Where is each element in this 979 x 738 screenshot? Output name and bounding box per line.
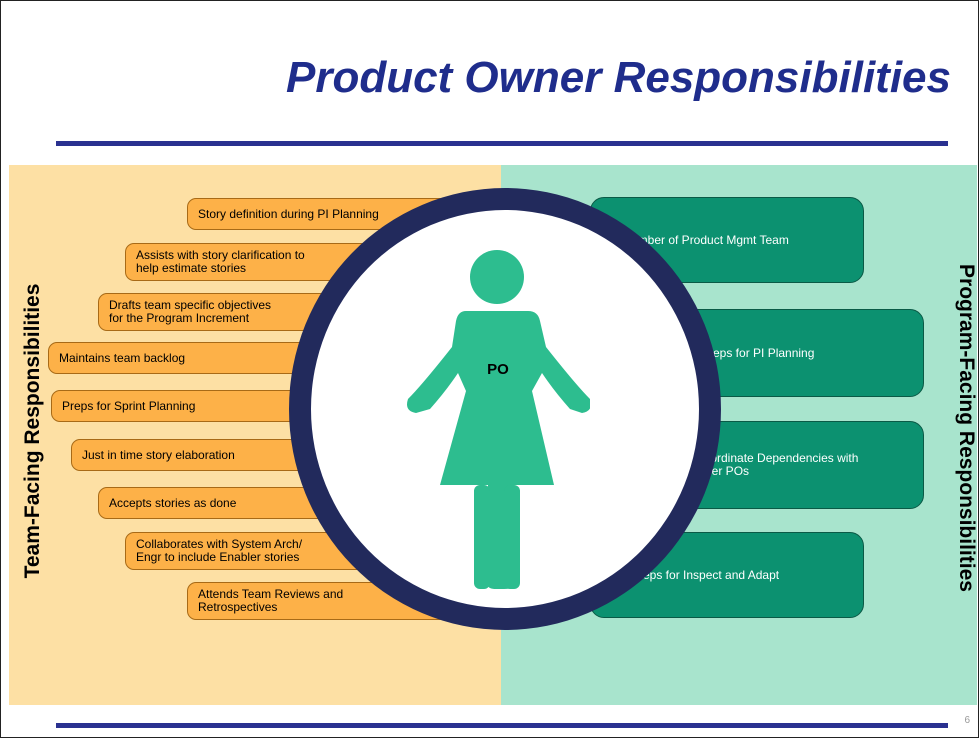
page-number: 6 bbox=[964, 715, 970, 726]
bottom-rule bbox=[56, 723, 948, 728]
program-item-text: Member of Product Mgmt Team bbox=[621, 232, 789, 247]
program-item-text: Preps for Inspect and Adapt bbox=[631, 567, 780, 582]
team-facing-heading: Team-Facing Responsibilities bbox=[21, 283, 44, 579]
team-item-text: help estimate stories bbox=[136, 261, 247, 275]
po-label: PO bbox=[487, 361, 509, 378]
program-facing-heading: Program-Facing Responsibilities bbox=[955, 264, 978, 592]
team-item-text: Collaborates with System Arch/ bbox=[136, 537, 303, 551]
team-item-text: for the Program Increment bbox=[109, 311, 250, 325]
top-rule bbox=[56, 141, 948, 146]
team-item-text: Story definition during PI Planning bbox=[198, 206, 379, 221]
team-item-text: Just in time story elaboration bbox=[82, 447, 235, 462]
team-item-text: Drafts team specific objectives bbox=[109, 298, 272, 312]
team-item-text: Accepts stories as done bbox=[109, 495, 237, 510]
slide-title: Product Owner Responsibilities bbox=[285, 53, 951, 102]
team-item-text: Retrospectives bbox=[198, 600, 278, 614]
person-icon bbox=[407, 250, 590, 589]
program-item-text: Preps for PI Planning bbox=[701, 345, 815, 360]
team-item-text: Preps for Sprint Planning bbox=[62, 398, 196, 413]
team-item-text: Maintains team backlog bbox=[59, 350, 186, 365]
program-item-text: other POs bbox=[695, 464, 750, 478]
team-item-text: Attends Team Reviews and bbox=[198, 587, 344, 601]
team-item-text: Engr to include Enabler stories bbox=[136, 550, 300, 564]
program-item-text: Coordinate Dependencies with bbox=[695, 451, 859, 465]
team-item-text: Assists with story clarification to bbox=[136, 248, 305, 262]
program-item-product-mgmt: Member of Product Mgmt Team bbox=[590, 197, 864, 283]
